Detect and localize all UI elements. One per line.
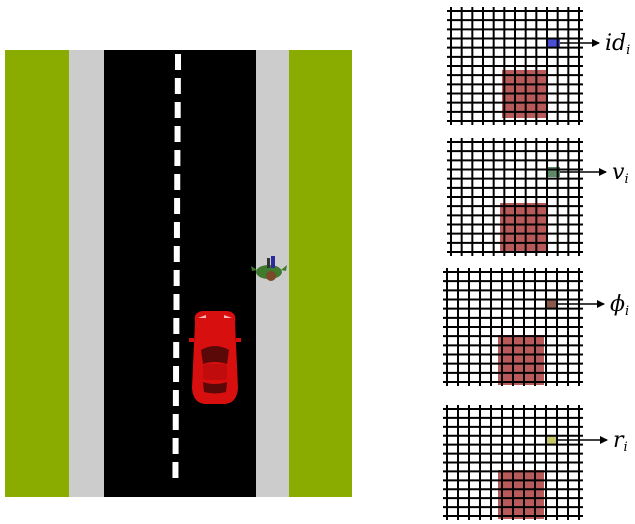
label-subscript: i [626,43,630,58]
v-label: vi [612,160,629,187]
label-subscript: i [624,440,628,455]
lane-dash [175,126,181,142]
left-grass [5,50,69,497]
right-grass [289,50,352,497]
lane-dash [173,366,179,382]
red-car-icon [189,311,241,404]
r-grid: ri [443,405,628,520]
lane-dash [175,78,181,94]
grid-lines [447,7,583,125]
lane-dash [174,270,180,286]
v-grid: vi [447,138,629,256]
lane-dash [173,342,179,358]
phi-label: ϕi [610,292,629,319]
grid-lines [443,405,583,520]
id-grid: idi [447,7,630,125]
left-sidewalk [69,50,104,497]
road-scene [5,50,352,497]
r-label: ri [613,428,628,455]
lane-dash [174,150,180,166]
lane-dash [175,102,181,118]
lane-dash [173,318,179,334]
lane-dash [174,174,180,190]
lane-dash [172,462,178,478]
ego-vehicle-cells [498,470,544,519]
lane-dash [175,54,181,70]
ego-vehicle-cells [498,335,544,385]
grid-lines [443,268,583,386]
lane-dash [174,222,180,238]
lane-dash [174,246,180,262]
lane-dash [174,294,180,310]
label-symbol: id [605,31,626,56]
lane-dash [173,414,179,430]
label-symbol: v [612,160,625,185]
lane-dash [173,390,179,406]
label-symbol: ϕ [610,292,625,317]
id-label: idi [605,31,630,58]
lane-dash [174,198,180,214]
phi-grid: ϕi [443,268,629,386]
label-subscript: i [625,304,629,319]
grid-lines [447,138,583,256]
lane-dash [173,438,179,454]
label-subscript: i [624,172,628,187]
